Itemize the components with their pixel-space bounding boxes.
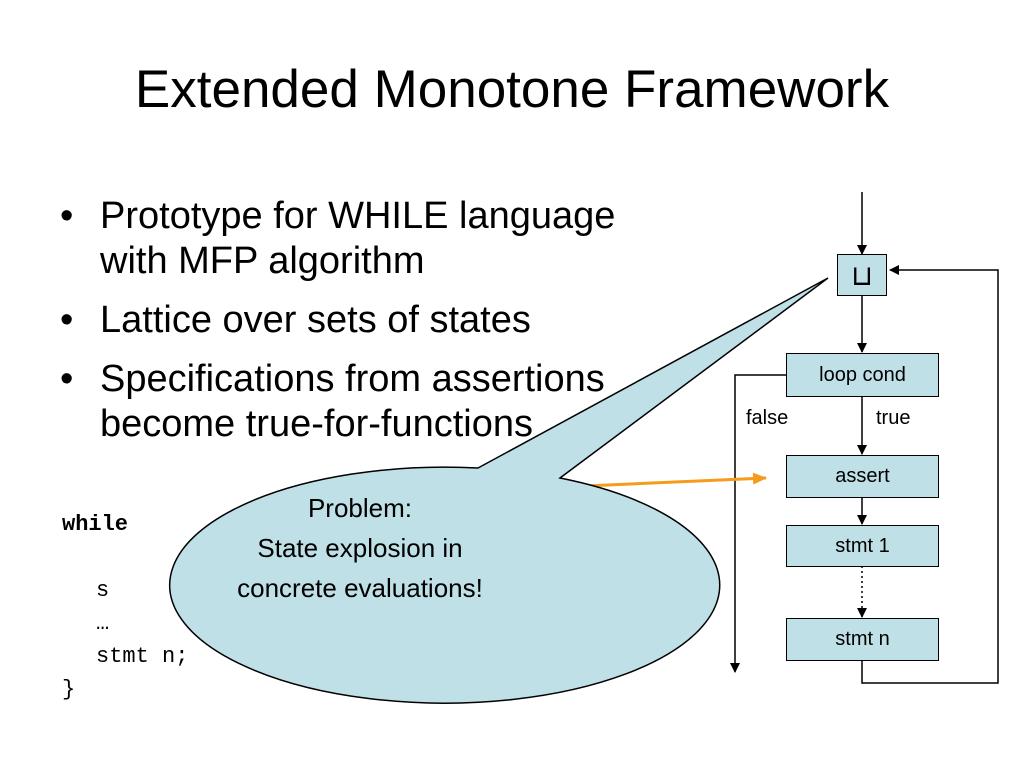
code-text: s xyxy=(96,578,110,603)
bullet-line: Prototype for WHILE language xyxy=(100,195,616,237)
assert-label: assert xyxy=(835,465,890,487)
loop-cond-label: loop cond xyxy=(819,363,906,386)
code-text: stmt n; xyxy=(96,644,189,669)
code-keyword: while xyxy=(62,512,129,537)
code-line: while xyxy=(62,508,188,541)
bullet-glyph: • xyxy=(60,299,74,341)
bullet-glyph: • xyxy=(60,358,74,400)
code-text: … xyxy=(96,611,110,636)
bullet-line: Lattice over sets of states xyxy=(100,299,531,341)
stmtn-box: stmt n xyxy=(786,618,939,661)
code-line: } xyxy=(62,673,188,706)
stmt1-label: stmt 1 xyxy=(835,534,890,557)
bullet-item-prototype: • Prototype for WHILE language with MFP … xyxy=(58,194,738,284)
assert-box: assert xyxy=(786,455,939,498)
slide-title: Extended Monotone Framework xyxy=(134,60,890,119)
code-text: } xyxy=(62,677,76,702)
bullet-item-specifications: • Specifications from assertions become … xyxy=(58,357,738,447)
callout-text: Problem: State explosion in concrete eva… xyxy=(150,488,570,608)
true-label: true xyxy=(876,407,911,429)
bullet-line: become true-for-functions xyxy=(100,403,533,445)
callout-line: Problem: xyxy=(307,493,413,523)
stmtn-label: stmt n xyxy=(835,628,890,650)
bullet-line: Specifications from assertions xyxy=(100,358,605,400)
false-exit-arrow xyxy=(730,374,786,673)
callout-line: State explosion in xyxy=(257,533,463,563)
bullet-glyph: • xyxy=(60,195,74,237)
loop-back-arrow xyxy=(861,265,999,684)
stmt1-box: stmt 1 xyxy=(786,525,939,567)
code-line: s xyxy=(62,574,188,607)
bullet-list: • Prototype for WHILE language with MFP … xyxy=(58,194,738,461)
callout-line: concrete evaluations! xyxy=(237,573,483,603)
bullet-item-lattice: • Lattice over sets of states xyxy=(58,298,738,343)
code-line: stmt n; xyxy=(62,640,188,673)
false-label: false xyxy=(746,407,789,429)
join-box: ⊔ xyxy=(837,254,887,296)
code-block: while s … stmt n; } xyxy=(62,508,188,706)
callout-shape xyxy=(169,277,829,704)
loop-cond-box: loop cond xyxy=(786,353,939,397)
bullet-line: with MFP algorithm xyxy=(100,240,425,282)
join-symbol: ⊔ xyxy=(851,259,873,291)
code-line: … xyxy=(62,607,188,640)
